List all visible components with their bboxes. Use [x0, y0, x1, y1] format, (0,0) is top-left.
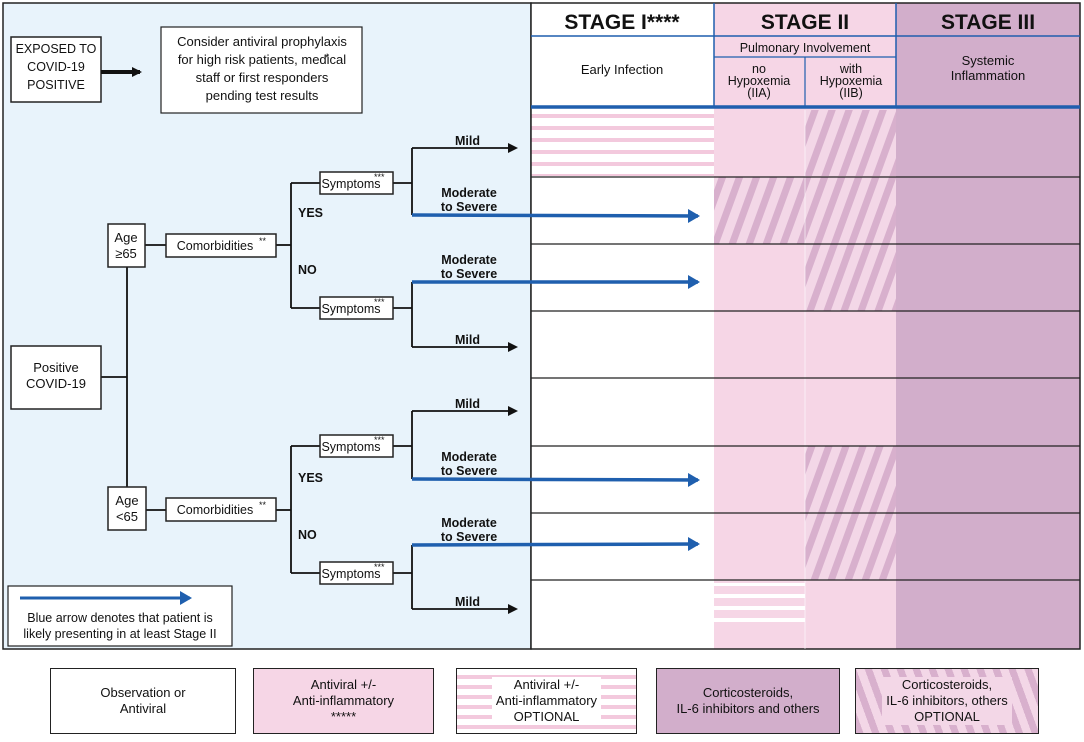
symptoms-label-2: Symptoms — [321, 302, 380, 316]
symptoms-mark-1: *** — [374, 172, 385, 182]
blue-arrow-note — [7, 585, 233, 647]
symptoms-label-3: Symptoms — [321, 440, 380, 454]
prophylaxis-mark: * — [325, 52, 330, 64]
comorbidities-mark-low: ** — [259, 500, 267, 510]
exposed-box — [10, 36, 102, 103]
age-high-label: Age≥65 — [114, 230, 137, 261]
mild-label-2: Mild — [455, 333, 480, 347]
mild-label-4: Mild — [455, 595, 480, 609]
comorbidities-label-high: Comorbidities — [177, 239, 253, 253]
comorbidities-mark-high: ** — [259, 236, 267, 246]
comorbidities-box-high — [165, 233, 277, 258]
row7-stage2b-optional — [805, 513, 896, 580]
mild-label-3: Mild — [455, 397, 480, 411]
row1-stage2b-optional — [805, 110, 896, 176]
stage2-subtitle: Pulmonary Involvement — [740, 41, 871, 55]
stage3-title: STAGE III — [941, 11, 1035, 34]
comorbidities-label-low: Comorbidities — [177, 503, 253, 517]
legend-corticosteroids-optional-label: Corticosteroids, IL-6 inhibitors, others… — [882, 677, 1012, 725]
yes-label-low: YES — [298, 471, 323, 485]
row8-stage2a-optional — [714, 583, 805, 622]
symptoms-boxes: Symptoms *** Symptoms *** Symptoms *** S… — [319, 171, 394, 585]
symptoms-box-1 — [319, 171, 394, 195]
row3-stage2b-optional — [805, 244, 896, 311]
legend-antiviral-optional-label: Antiviral +/- Anti-inflammatory OPTIONAL — [491, 677, 602, 725]
stage3-column — [896, 3, 1080, 649]
stage1-subtitle: Early Infection — [581, 62, 663, 77]
prophylaxis-note — [160, 26, 363, 114]
positive-box — [10, 345, 102, 410]
mild-label-1: Mild — [455, 134, 480, 148]
symptoms-mark-3: *** — [374, 435, 385, 445]
comorbidities-box-low — [165, 497, 277, 522]
symptoms-mark-2: *** — [374, 297, 385, 307]
symptoms-label-1: Symptoms — [321, 177, 380, 191]
age-low-label: Age<65 — [115, 493, 138, 524]
symptoms-box-2 — [319, 296, 394, 320]
symptoms-mark-4: *** — [374, 562, 385, 572]
age-high-box — [107, 223, 146, 268]
legend-antiviral-optional: Antiviral +/- Anti-inflammatory OPTIONAL — [456, 668, 637, 734]
row1-stage1-optional — [531, 110, 714, 176]
row6-stage2b-optional — [805, 446, 896, 513]
legend-corticosteroids: Corticosteroids, IL-6 inhibitors and oth… — [656, 668, 840, 734]
age-low-box — [107, 486, 147, 531]
legend-observation-label: Observation or Antiviral — [100, 685, 186, 716]
legend-corticosteroids-optional: Corticosteroids, IL-6 inhibitors, others… — [855, 668, 1039, 734]
symptoms-box-3 — [319, 434, 394, 458]
yes-label-high: YES — [298, 206, 323, 220]
stage1-title: STAGE I**** — [564, 11, 680, 34]
legend-antiviral-label: Antiviral +/- Anti-inflammatory ***** — [292, 677, 395, 724]
symptoms-label-4: Symptoms — [321, 567, 380, 581]
legend-corticosteroids-label: Corticosteroids, IL-6 inhibitors and oth… — [676, 685, 820, 716]
legend-antiviral: Antiviral +/- Anti-inflammatory ***** — [253, 668, 434, 734]
no-label-low: NO — [298, 528, 317, 542]
legend-observation: Observation or Antiviral — [50, 668, 236, 734]
stage1-column — [531, 3, 714, 649]
no-label-high: NO — [298, 263, 317, 277]
stage2-title: STAGE II — [761, 11, 849, 34]
symptoms-box-4 — [319, 561, 394, 585]
